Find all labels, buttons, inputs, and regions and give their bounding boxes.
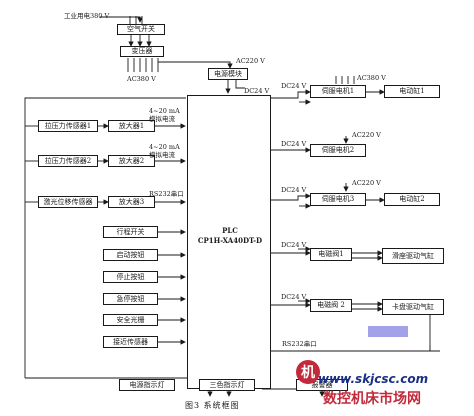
plc-model: CP1H-XA40DT-D	[197, 236, 263, 245]
watermark-name: 数控机床市场网	[323, 391, 421, 407]
amp2-label: 放大器2	[118, 156, 145, 165]
air-switch-box: 空气开关	[117, 24, 165, 35]
input-proximity-sensor: 接近传感器	[103, 336, 158, 348]
slide-cylinder-box: 滑座驱动气缸	[382, 248, 444, 264]
plc-block: PLC CP1H-XA40DT-D	[187, 95, 271, 389]
dc24-s3-label: DC24 V	[281, 186, 307, 194]
amp3-box: 放大器3	[108, 196, 155, 208]
servo2-label: 伺服电机2	[321, 146, 355, 154]
input-stop-button: 停止按钮	[103, 271, 158, 283]
input-label: 急停按钮	[116, 294, 145, 303]
input-label: 启动按钮	[116, 250, 145, 259]
servo3-label: 伺服电机3	[321, 195, 355, 203]
amp3-label: 放大器3	[118, 197, 145, 206]
laser-sensor-box: 激光位移传感器	[38, 196, 98, 208]
air-switch-label: 空气开关	[127, 25, 155, 33]
figure-caption: 图3 系统框图	[185, 401, 240, 410]
plc-title: PLC	[222, 226, 238, 235]
valve1-label: 电磁阀1	[318, 250, 344, 258]
watermark-stamp	[368, 326, 408, 337]
dc24-s1-label: DC24 V	[281, 82, 307, 90]
mains-line	[100, 16, 143, 23]
sensor2-box: 拉压力传感器2	[38, 155, 98, 167]
sensor1-label: 拉压力传感器1	[44, 121, 92, 130]
ac220-s2-label: AC220 V	[352, 131, 381, 139]
sensor1-box: 拉压力传感器1	[38, 120, 98, 132]
input-label: 停止按钮	[116, 272, 145, 281]
power-indicator-box: 电源指示灯	[119, 379, 175, 391]
input-label: 安全光栅	[116, 315, 145, 324]
input-estop-button: 急停按钮	[103, 293, 158, 305]
valve1-box: 电磁阀1	[310, 248, 352, 261]
cylinder1-label: 电动缸1	[399, 87, 425, 95]
input-label: 行程开关	[116, 227, 145, 236]
amp1-box: 放大器1	[108, 120, 155, 132]
dc24-pm-label: DC24 V	[244, 87, 270, 95]
ac380-s1-label: AC380 V	[357, 74, 386, 82]
input-safety-grating: 安全光栅	[103, 314, 158, 326]
amp1-label: 放大器1	[118, 121, 145, 130]
power-module-label: 电源模块	[214, 69, 242, 78]
cylinder1-box: 电动缸1	[384, 85, 440, 98]
transformer-box: 变压器	[120, 46, 164, 57]
cylinder2-box: 电动缸2	[384, 193, 440, 206]
ac220-top-label: AC220 V	[236, 57, 265, 65]
servo3-box: 伺服电机3	[310, 193, 366, 206]
power-indicator-label: 电源指示灯	[129, 380, 165, 389]
dc24-s2-label: DC24 V	[281, 140, 307, 148]
input-travel-switch: 行程开关	[103, 226, 158, 238]
watermark-url: www.skjcsc.com	[318, 372, 429, 386]
tri-light-box: 三色指示灯	[199, 379, 255, 391]
rs232-right-label: RS232串口	[282, 340, 317, 348]
mains-label: 工业用电380 V	[64, 12, 110, 20]
sig1-range-label: 4~20 mA	[149, 107, 180, 115]
servo1-label: 伺服电机1	[321, 87, 355, 95]
input-start-button: 启动按钮	[103, 249, 158, 261]
dc24-v2-label: DC24 V	[281, 293, 307, 301]
power-module-box: 电源模块	[208, 68, 248, 80]
ac380-label: AC380 V	[127, 75, 156, 83]
valve2-label: 电磁阀 2	[317, 301, 345, 309]
input-label: 接近传感器	[113, 337, 148, 346]
dc24-v1-label: DC24 V	[281, 241, 307, 249]
sig1-type-label: 模拟电流	[149, 115, 175, 123]
slide-cylinder-label: 滑座驱动气缸	[392, 251, 434, 260]
sig2-type-label: 模拟电流	[149, 151, 175, 159]
ac220-s3-label: AC220 V	[352, 179, 381, 187]
servo2-box: 伺服电机2	[310, 144, 366, 157]
sig2-range-label: 4~20 mA	[149, 143, 180, 151]
chuck-cylinder-label: 卡盘驱动气缸	[392, 302, 434, 311]
alarm-label: 报警器	[311, 380, 333, 389]
watermark-logo: 机	[296, 360, 320, 384]
laser-sensor-label: 激光位移传感器	[43, 197, 93, 206]
valve2-box: 电磁阀 2	[310, 299, 352, 312]
amp2-box: 放大器2	[108, 155, 155, 167]
cylinder2-label: 电动缸2	[399, 195, 425, 203]
sensor2-label: 拉压力传感器2	[44, 156, 92, 165]
servo1-box: 伺服电机1	[310, 85, 366, 98]
transformer-label: 变压器	[131, 47, 153, 55]
chuck-cylinder-box: 卡盘驱动气缸	[382, 299, 444, 315]
tri-light-label: 三色指示灯	[209, 380, 245, 389]
rs232-left-label: RS232串口	[149, 190, 184, 198]
